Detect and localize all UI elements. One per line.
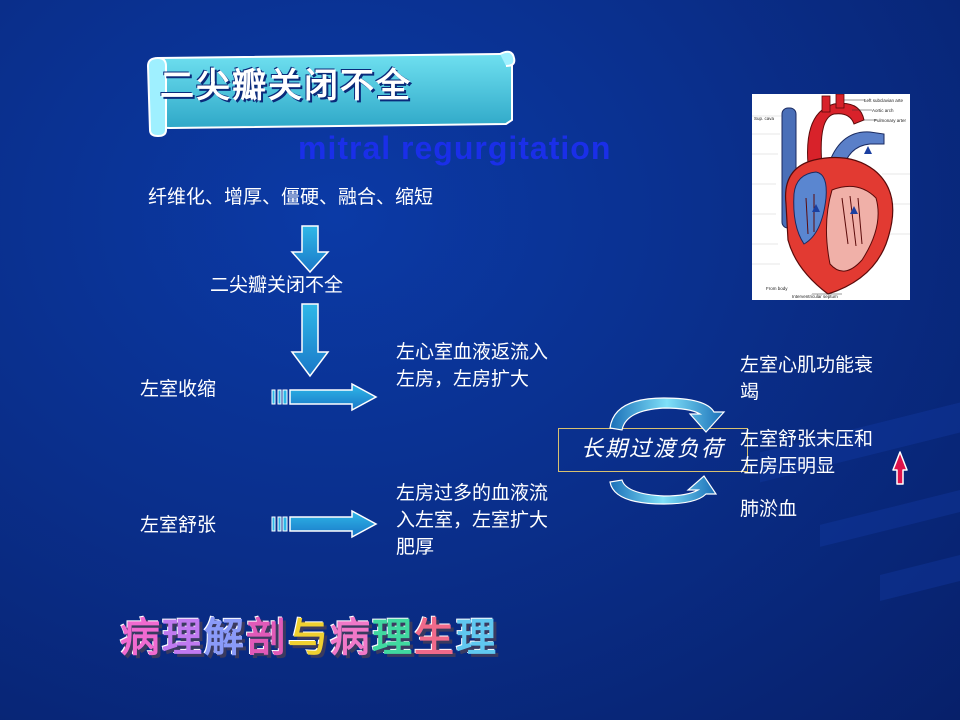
systole-label: 左室收缩 <box>140 378 217 400</box>
result-text: 二尖瓣关闭不全 <box>210 274 344 296</box>
bottom-title: 病理解剖与病理生理 <box>120 608 498 668</box>
long-term-overload-box: 长期过渡负荷 <box>558 428 748 472</box>
heart-diagram-svg: Left subclavian arte Aortic arch Pulmona… <box>752 93 910 300</box>
diastole-effect: 左房过多的血液流 入左室，左室扩大 肥厚 <box>396 480 548 561</box>
bottom-title-char: 病 <box>120 615 162 661</box>
bottom-title-char: 理 <box>162 615 204 661</box>
bottom-title-char: 解 <box>204 615 246 661</box>
systole-effect-line1: 左心室血液返流入 <box>396 341 549 363</box>
outcome-1-line2: 竭 <box>740 381 760 403</box>
heart-label-6: From body <box>766 286 788 291</box>
bottom-title-char: 与 <box>288 615 330 661</box>
outcome-pulmonary-congestion: 肺淤血 <box>740 498 798 520</box>
cause-text: 纤维化、增厚、僵硬、融合、缩短 <box>148 186 434 208</box>
right-arrow-diastole <box>271 509 378 539</box>
heart-label-1: Left subclavian arte <box>864 98 904 103</box>
up-arrow-increase <box>892 451 908 485</box>
outcome-2-line1: 左室舒张末压和 <box>740 428 874 450</box>
diastole-effect-line1: 左房过多的血液流 <box>396 482 549 504</box>
title-zh: 二尖瓣关闭不全 <box>160 66 412 106</box>
right-arrow-systole <box>271 382 378 412</box>
systole-effect: 左心室血液返流入 左房，左房扩大 <box>396 339 548 393</box>
bottom-title-char: 理 <box>372 615 414 661</box>
heart-illustration: Left subclavian arte Aortic arch Pulmona… <box>752 93 910 300</box>
heart-label-4: Interventricular septum <box>792 294 838 299</box>
bottom-title-char: 理 <box>456 615 498 661</box>
outcome-heart-failure: 左室心肌功能衰 竭 <box>740 352 873 406</box>
diastole-label: 左室舒张 <box>140 514 217 536</box>
outcome-1-line1: 左室心肌功能衰 <box>740 354 874 376</box>
scroll-banner <box>146 50 516 138</box>
outcome-pressure: 左室舒张末压和 左房压明显 <box>740 426 873 480</box>
heart-label-5: Sup. cava <box>754 116 775 121</box>
title-en: mitral regurgitation <box>298 130 612 166</box>
outcome-2-line2: 左房压明显 <box>740 455 836 477</box>
down-arrow-2 <box>290 303 330 378</box>
bottom-title-char: 剖 <box>246 615 288 661</box>
down-arrow-1 <box>290 225 330 274</box>
bottom-title-char: 病 <box>330 615 372 661</box>
curved-arrow-top <box>609 397 726 433</box>
systole-effect-line2: 左房，左房扩大 <box>396 368 530 390</box>
curved-arrow-bottom <box>609 475 718 505</box>
heart-label-2: Aortic arch <box>872 108 894 113</box>
heart-label-3: Pulmonary arter <box>874 118 907 123</box>
diastole-effect-line2: 入左室，左室扩大 <box>396 509 549 531</box>
bottom-title-char: 生 <box>414 615 456 661</box>
diastole-effect-line3: 肥厚 <box>396 536 435 558</box>
